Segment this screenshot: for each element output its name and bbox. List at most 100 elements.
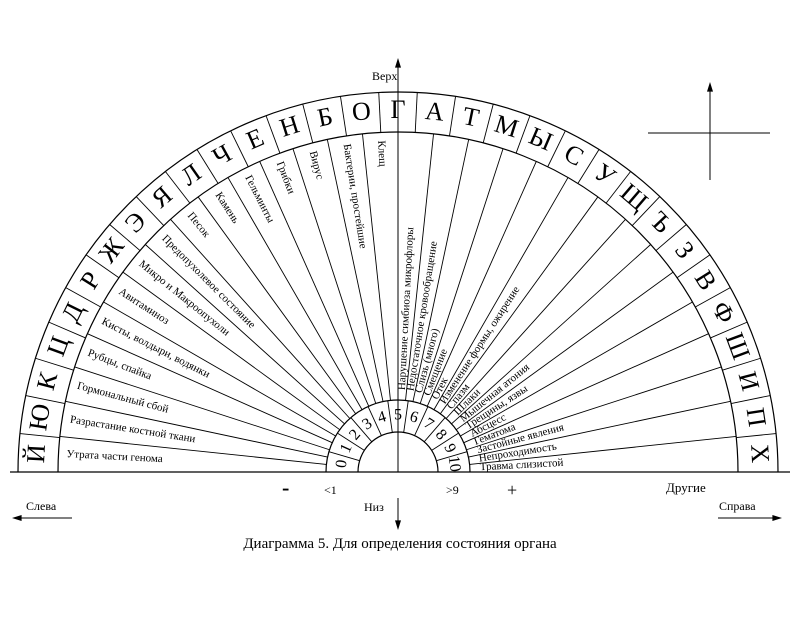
letter-spoke (165, 171, 191, 204)
digit-spoke (367, 406, 382, 436)
sector-label: Разрастание костной ткани (69, 414, 196, 446)
letter-label: Л (175, 158, 206, 192)
letter-label: Ц (41, 332, 75, 360)
letter-label: Р (74, 266, 106, 294)
letter-spoke (655, 224, 687, 251)
sector-label: Рубцы, спайка (86, 347, 153, 382)
mark-minus: - (282, 475, 289, 500)
label-left: Слева (26, 499, 57, 513)
letter-label: М (491, 109, 522, 144)
sector-label: Песок (185, 210, 213, 240)
letter-label: И (733, 368, 766, 394)
sector-spoke (259, 161, 370, 407)
letter-spoke (547, 130, 566, 167)
digit-label: 4 (376, 408, 388, 427)
sector-spoke (426, 161, 537, 407)
letter-spoke (730, 395, 771, 404)
sector-label: Вирус (307, 150, 326, 181)
digit-spoke (414, 406, 429, 436)
sector-spoke (469, 436, 737, 465)
mark-plus: + (507, 480, 517, 500)
sector-spoke (170, 219, 351, 419)
digit-spoke (423, 417, 446, 443)
up-arrow-icon (395, 58, 401, 68)
letter-label: Б (315, 101, 335, 132)
sector-spoke (412, 139, 470, 402)
sector-label: Гормональный сбой (76, 380, 170, 416)
letter-spoke (230, 130, 249, 167)
sector-spoke (463, 333, 709, 444)
letter-spoke (695, 287, 731, 308)
letter-label: Т (460, 101, 482, 133)
letter-label: Ю (23, 402, 56, 433)
letter-label: О (351, 96, 373, 127)
digit-label: 6 (408, 408, 420, 427)
letter-spoke (196, 149, 219, 184)
sector-spoke (292, 148, 377, 404)
sector-spoke (419, 148, 504, 404)
sector-spoke (74, 366, 330, 451)
sector-label: Клещ (375, 140, 388, 167)
letter-spoke (25, 395, 66, 404)
letter-spoke (340, 96, 347, 136)
letter-spoke (265, 115, 281, 154)
letter-label: Ф (706, 297, 741, 328)
diagram-caption: Диаграмма 5. Для определения состояния о… (243, 536, 557, 552)
digit-label: 10 (445, 455, 464, 473)
sector-spoke (455, 271, 674, 431)
letter-spoke (482, 104, 494, 143)
letter-spoke (676, 254, 711, 279)
letter-spoke (577, 149, 600, 184)
letter-spoke (109, 224, 141, 251)
digit-spoke (436, 451, 468, 462)
letter-spoke (35, 357, 74, 371)
letter-label: П (741, 406, 773, 429)
letter-label: Н (276, 109, 303, 142)
mark-less-than-one: <1 (324, 483, 337, 497)
letter-label: Ч (208, 138, 237, 172)
sector-spoke (65, 400, 328, 458)
digit-spoke (431, 432, 459, 451)
sector-spoke (145, 244, 345, 425)
sector-spoke (197, 196, 357, 415)
sector-spoke (59, 436, 327, 465)
mark-other: Другие (666, 480, 706, 495)
letter-label: У (589, 157, 621, 192)
sector-spoke (466, 366, 722, 451)
letter-spoke (449, 96, 456, 136)
letter-label: Щ (615, 177, 654, 216)
sector-spoke (326, 139, 384, 402)
letter-spoke (515, 115, 531, 154)
letter-label: К (31, 368, 64, 393)
letter-label: Э (119, 206, 152, 238)
sector-spoke (451, 244, 651, 425)
letter-label: В (689, 265, 723, 295)
letter-spoke (378, 92, 382, 133)
letter-spoke (736, 433, 777, 439)
sector-spoke (87, 333, 333, 444)
sector-spoke (227, 177, 363, 410)
sector-spoke (460, 301, 693, 437)
sector-spoke (433, 177, 569, 410)
crosshair-up-arrow-icon (707, 82, 713, 92)
sector-spoke (439, 196, 599, 415)
down-arrow-icon (395, 520, 401, 530)
sector-label: Кисты, волдыри, водянки (100, 316, 212, 381)
letter-spoke (85, 254, 120, 279)
letter-spoke (302, 104, 314, 143)
label-top: Верх (372, 69, 397, 83)
letter-label: Ъ (644, 206, 678, 239)
digit-spoke (403, 400, 409, 433)
letter-label: Ш (720, 329, 756, 364)
letter-label: Х (745, 444, 775, 464)
sector-label: Травма слизистой (480, 457, 564, 473)
direction-arrows (12, 58, 782, 530)
letter-label: Е (242, 122, 268, 155)
letter-spoke (48, 321, 86, 339)
sector-label: Гельминты (242, 173, 277, 225)
letter-spoke (710, 321, 748, 339)
sector-spoke (103, 301, 336, 437)
sector-spoke (468, 400, 731, 458)
sector-label: Грибки (274, 160, 297, 196)
